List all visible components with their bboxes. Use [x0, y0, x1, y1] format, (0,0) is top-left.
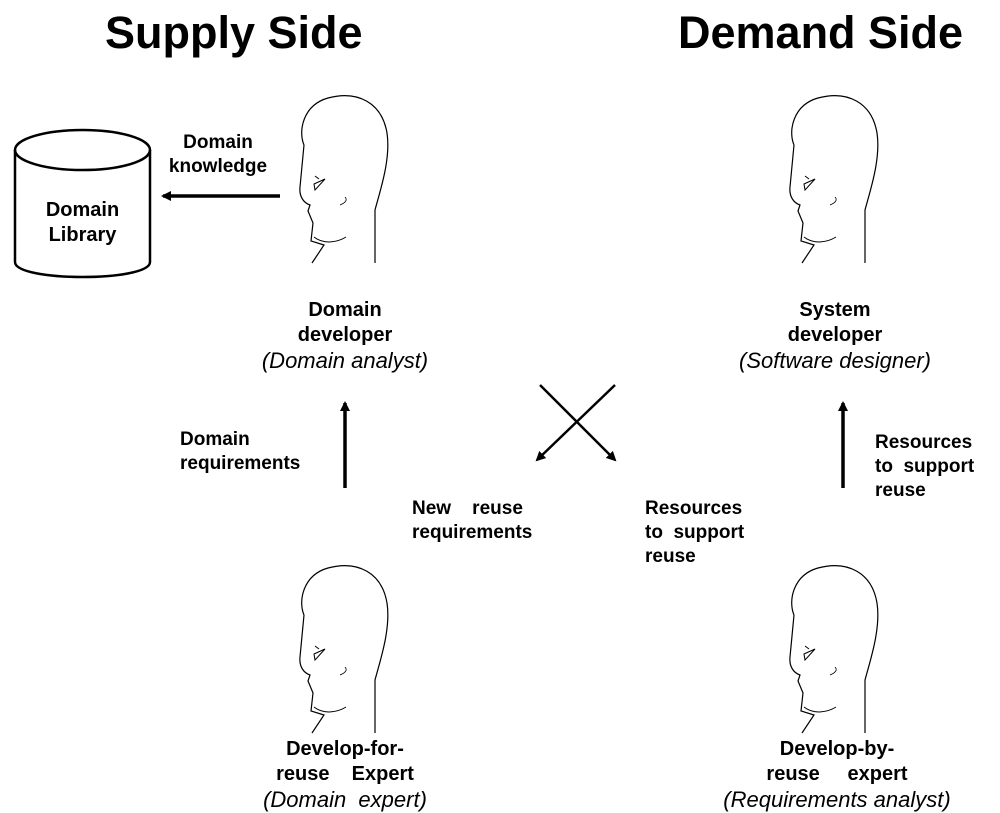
domain-knowledge-label: Domain knowledge [168, 132, 268, 177]
resources-center-label: Resources to support reuse [645, 498, 745, 567]
system-developer-label: System developer (Software designer) [739, 299, 931, 373]
domain-library-label: Domain Library [45, 199, 120, 246]
new-reuse-requirements-label: New reuse requirements [412, 498, 533, 543]
domain-library-cylinder [13, 128, 152, 279]
develop-for-reuse-expert-label: Develop-for- reuse Expert (Domain expert… [263, 738, 427, 812]
domain-requirements-label: Domain requirements [180, 429, 301, 474]
demand-side-heading: Demand Side [678, 7, 964, 58]
resources-right-label: Resources to support reuse [875, 432, 975, 501]
develop-by-reuse-head-icon [789, 565, 879, 734]
develop-by-reuse-expert-label: Develop-by- reuse expert (Requirements a… [723, 738, 951, 812]
system-developer-head-icon [789, 95, 879, 264]
domain-developer-head-icon [299, 95, 389, 264]
resources-center-arrow [539, 384, 617, 462]
develop-for-reuse-head-icon [299, 565, 389, 734]
domain-developer-label: Domain developer (Domain analyst) [261, 299, 429, 373]
supply-side-heading: Supply Side [105, 7, 363, 58]
